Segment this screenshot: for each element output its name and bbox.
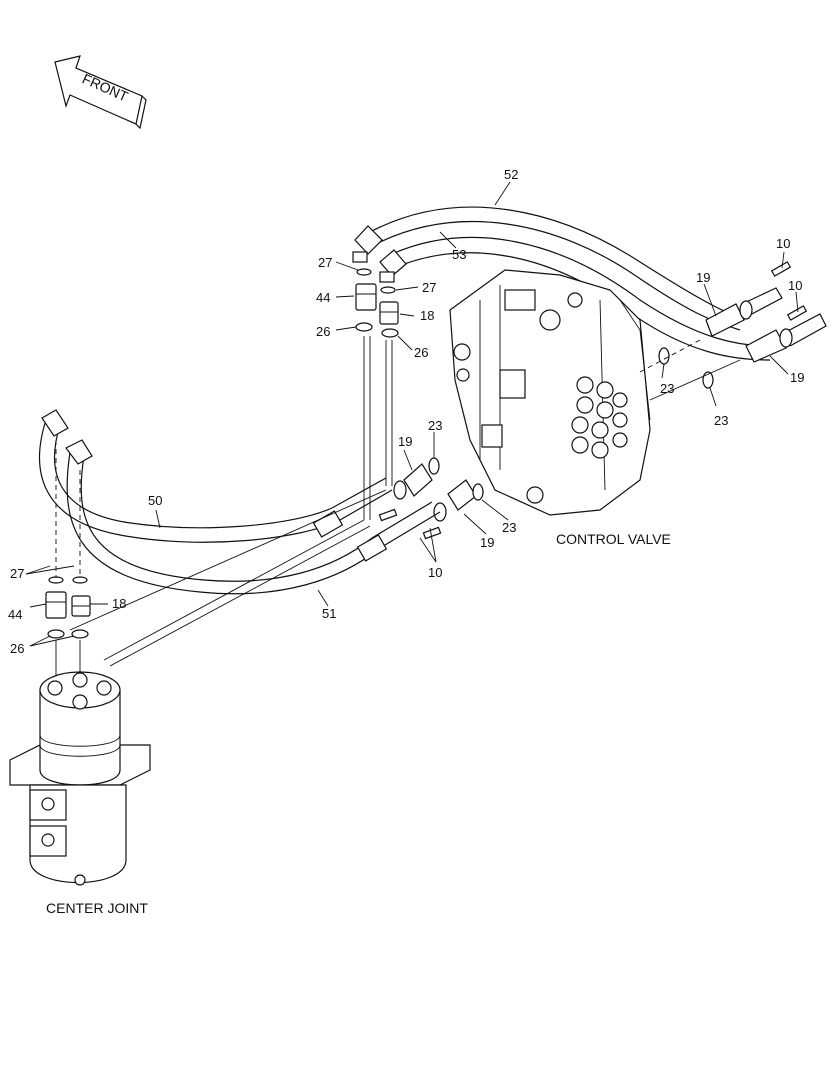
fitting-27-top-left: [356, 268, 372, 276]
oring-26-bottom: [47, 629, 89, 639]
callout-23-right-a: 23: [660, 381, 674, 396]
callout-10-right-bottom: 10: [788, 278, 802, 293]
callout-26-bottom: 26: [10, 641, 24, 656]
fitting-27-bottom: [48, 576, 88, 584]
control-valve: [449, 269, 651, 516]
flange-19-left-top: [393, 463, 433, 500]
callout-52: 52: [504, 167, 518, 182]
fitting-44-bottom: [45, 591, 67, 619]
fitting-18-bottom: [71, 595, 91, 617]
callout-51: 51: [322, 606, 336, 621]
callout-18-top: 18: [420, 308, 434, 323]
hose-52: [352, 206, 741, 331]
callout-27-top-left: 27: [318, 255, 332, 270]
hose-50: [39, 409, 393, 543]
bolt-10-left: [378, 508, 442, 540]
callout-23-left-b: 23: [502, 520, 516, 535]
bolt-10-right: [770, 261, 808, 321]
callout-19-left-top: 19: [398, 434, 412, 449]
fitting-44-top: [355, 283, 377, 311]
fitting-27-top-right: [380, 286, 396, 294]
fitting-18-top: [379, 301, 399, 325]
callout-44-top: 44: [316, 290, 330, 305]
callout-26-top-right: 26: [414, 345, 428, 360]
flange-19-right-bottom: [745, 313, 827, 363]
callout-18-bottom: 18: [112, 596, 126, 611]
callout-19-right-top: 19: [696, 270, 710, 285]
callout-23-right-b: 23: [714, 413, 728, 428]
callout-27-top-right: 27: [422, 280, 436, 295]
callout-23-left-a: 23: [428, 418, 442, 433]
hose-51: [65, 439, 441, 595]
flange-19-left-bottom: [433, 479, 477, 522]
caption-center-joint: CENTER JOINT: [46, 900, 148, 916]
callouts: 52 53 27 27 44 18 26 26 10 10 19 23 19 2…: [8, 167, 804, 656]
leader-lines: [25, 181, 799, 647]
caption-control-valve: CONTROL VALVE: [556, 531, 671, 547]
callout-53: 53: [452, 247, 466, 262]
oring-23-left: [428, 457, 484, 501]
front-arrow: FRONT: [54, 55, 147, 130]
callout-10-left: 10: [428, 565, 442, 580]
callout-27-bottom: 27: [10, 566, 24, 581]
valve-spools: [571, 376, 628, 459]
callout-10-right-top: 10: [776, 236, 790, 251]
callout-19-right-bottom: 19: [790, 370, 804, 385]
flange-19-right-top: [705, 287, 783, 337]
center-joint: [9, 671, 151, 886]
callout-26-top-left: 26: [316, 324, 330, 339]
callout-19-left-bottom: 19: [480, 535, 494, 550]
oring-23-right: [658, 347, 714, 389]
oring-26-top: [355, 322, 399, 338]
callout-44-bottom: 44: [8, 607, 22, 622]
callout-50: 50: [148, 493, 162, 508]
